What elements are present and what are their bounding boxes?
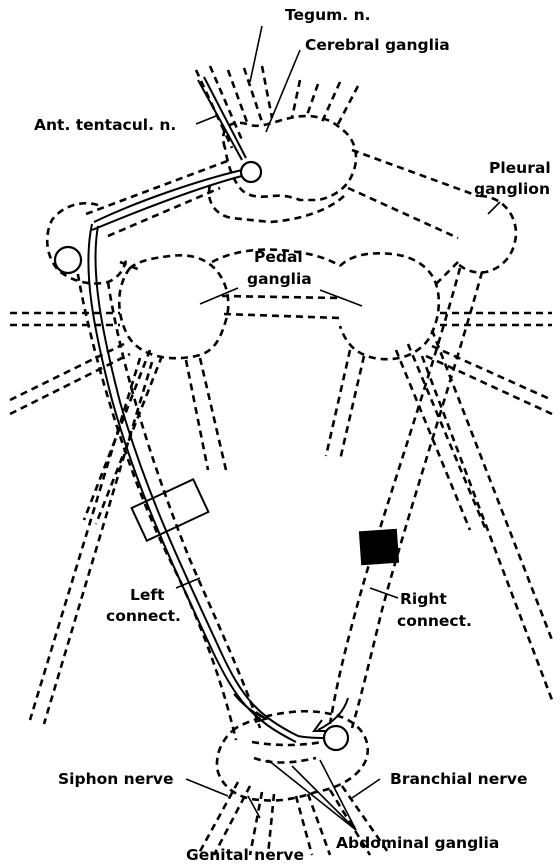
tegum-nerve-5 <box>306 84 318 118</box>
pleural-ganglion-label-line1: Pleural <box>489 159 551 177</box>
recording-block <box>359 529 399 566</box>
left-pleural-ganglion-outline <box>47 203 126 283</box>
right-connect-label-line1: Right <box>400 590 447 608</box>
pedal-commissure-lower <box>224 314 340 318</box>
pleuro-pedal-connective-right <box>436 262 458 284</box>
ant-tentacul-n-label: Ant. tentacul. n. <box>34 116 176 134</box>
abdominal-commissure <box>252 742 322 745</box>
cerebral-neuron <box>241 162 261 182</box>
cerebral-ganglia-leader <box>266 50 300 132</box>
left-pleural-neuron <box>55 247 81 273</box>
tegum-nerve-4 <box>292 80 300 118</box>
left-connect-label-line1: Left <box>130 586 165 604</box>
right-arrow-line <box>318 698 348 730</box>
pedal-ganglia-leader-left <box>200 288 238 304</box>
right-pleural-ganglion-outline <box>456 196 516 273</box>
pleuro-abdominal-axon-1 <box>88 224 296 742</box>
genital-nerve-label: Genital nerve <box>186 846 304 864</box>
pedal-nerve-right-down-2 <box>340 356 364 460</box>
abdominal-axon-segment <box>298 736 326 738</box>
abdominal-ganglia-label: Abdominal ganglia <box>336 834 499 852</box>
cerebral-ganglia-label: Cerebral ganglia <box>305 36 450 54</box>
abdominal-nerve-center-2 <box>308 794 330 855</box>
right-connect-leader <box>370 588 398 598</box>
pedal-nerve-left-down-3 <box>186 360 208 470</box>
abdominal-ganglia-leader-1 <box>268 760 356 830</box>
pleuro-abdominal-axon-2 <box>95 226 298 736</box>
left-connective-inner <box>108 282 260 728</box>
right-body-wall-nerve-inner <box>422 356 552 700</box>
cerebral-ganglia-inner-lobe <box>209 185 345 222</box>
pedal-ganglia-label-line1: Pedal <box>254 248 303 266</box>
pedal-ganglia-left-outline <box>119 255 228 358</box>
left-connect-label-line2: connect. <box>106 607 181 625</box>
right-abdominal-neuron <box>324 726 348 750</box>
right-connective-inner <box>352 272 482 728</box>
tegum-nerve-right <box>244 68 262 122</box>
cerebral-ganglia-outline <box>223 116 356 200</box>
left-cerebro-pleural-connective-inner <box>108 188 220 236</box>
branchial-nerve-leader <box>352 779 380 798</box>
pedal-ganglia-leader-right <box>320 290 362 306</box>
left-connective-outer <box>76 262 236 740</box>
pedal-nerve-left-down-4 <box>200 358 226 470</box>
pedal-ganglia-label-line2: ganglia <box>247 270 312 288</box>
right-cerebro-pleural-connective-inner <box>348 188 458 238</box>
pedal-nerve-right-down-1 <box>326 350 350 456</box>
abdominal-inner-left <box>254 758 316 763</box>
siphon-nerve-label: Siphon nerve <box>58 770 174 788</box>
pedal-nerve-left-4 <box>10 354 130 414</box>
ant-tentacul-n-leader <box>196 116 216 124</box>
tegum-nerve-6 <box>322 82 340 122</box>
abdominal-ganglia-outline <box>217 711 368 800</box>
tegum-n-label: Tegum. n. <box>285 6 371 24</box>
abdominal-ganglia-leader-3 <box>320 760 356 830</box>
right-cerebro-pleural-connective-outer <box>352 150 478 196</box>
right-connect-label-line2: connect. <box>397 612 472 630</box>
pedal-ganglia-right-outline <box>340 253 439 359</box>
pedal-commissure-middle <box>222 296 340 298</box>
left-body-wall-nerve-inner <box>44 362 152 724</box>
pedal-nerve-right-down-4 <box>408 344 486 530</box>
stimulation-box <box>132 479 209 540</box>
tegum-nerve-3 <box>262 66 272 118</box>
branchial-nerve-label: Branchial nerve <box>390 770 527 788</box>
pleural-ganglion-leader <box>488 202 500 214</box>
right-connective-outer <box>330 268 460 724</box>
right-body-wall-nerve-outer <box>432 330 552 640</box>
pedal-nerve-right-3 <box>432 346 552 400</box>
tegum-nerve-7 <box>336 86 358 128</box>
pleural-ganglion-label-line2: ganglion <box>474 180 550 198</box>
tegum-n-leader <box>250 26 262 82</box>
cerebro-pleural-axon-1 <box>94 170 242 222</box>
